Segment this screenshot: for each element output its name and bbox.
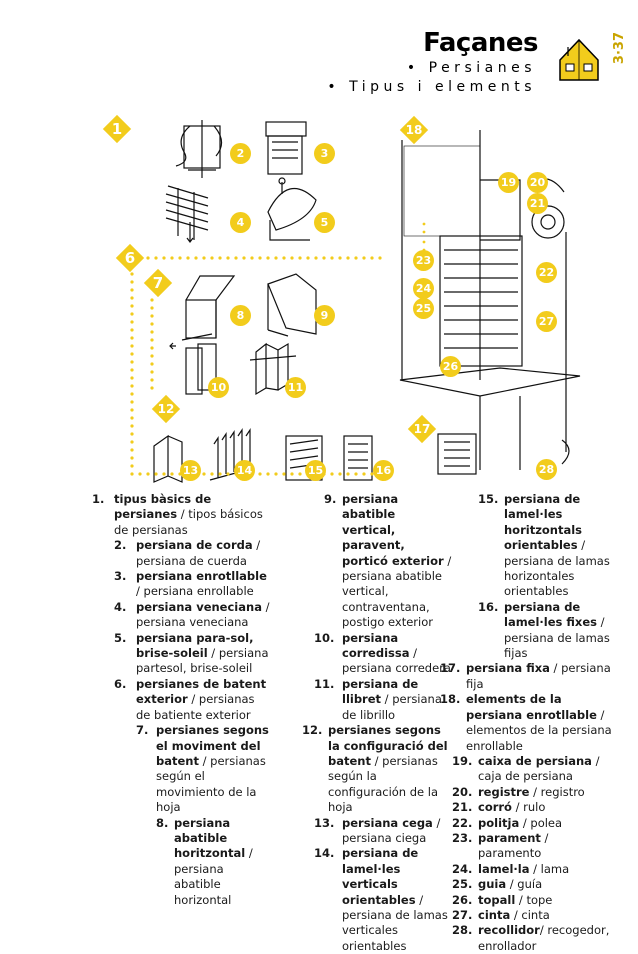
subtitle-line-2: • Tipus i elements (327, 79, 536, 95)
glossary-item: 19.caixa de persiana / caja de persiana (452, 753, 600, 784)
callout-8: 8 (230, 305, 251, 326)
bracket-6-dots (130, 256, 382, 260)
callout-14: 14 (234, 460, 255, 481)
callout-16: 16 (373, 460, 394, 481)
glossary-item: 10.persiana corredissa / persiana corred… (314, 630, 451, 676)
rope-shutter-drawing (175, 120, 223, 178)
callout-2: 2 (230, 143, 251, 164)
callout-25: 25 (413, 298, 434, 319)
callout-21: 21 (527, 193, 548, 214)
callout-23: 23 (413, 250, 434, 271)
callout-27: 27 (536, 311, 557, 332)
fixed-shutter-drawing (437, 433, 477, 475)
glossary-item: 3.persiana enrotllable / persiana enroll… (114, 569, 267, 599)
glossary-item: 24.lamel·la / lama (452, 861, 570, 876)
horizontal-awning-drawing (185, 275, 236, 339)
callout-10: 10 (208, 377, 229, 398)
glossary-item: 26.topall / tope (452, 892, 553, 907)
callout-28: 28 (536, 459, 557, 480)
bracket-vertical-dots (130, 264, 134, 476)
callout-19: 19 (498, 172, 519, 193)
callout-13: 13 (180, 460, 201, 481)
callout-4: 4 (230, 212, 251, 233)
glossary-item: 22.politja / polea (452, 815, 563, 830)
callout-3: 3 (314, 143, 335, 164)
callout-17: 17 (407, 414, 437, 444)
glossary-item: 14.persiana de lamel·les verticals orien… (314, 846, 448, 953)
callout-5: 5 (314, 212, 335, 233)
callout-22: 22 (536, 262, 557, 283)
callout-12: 12 (151, 394, 181, 424)
glossary-item: 6.persianes de batent exterior / persian… (114, 676, 267, 722)
callout-23-dots (422, 222, 426, 252)
glossary-column-2: 9.persiana abatible vertical, paravent, … (302, 492, 452, 954)
glossary-column-1: 1.tipus bàsics de persianes / tipos bási… (92, 492, 270, 908)
glossary-item: 16.persiana de lamel·les fixes / persian… (478, 599, 610, 661)
fixed-louvers-drawing (343, 435, 373, 481)
glossary-item: 21.corró / rulo (452, 800, 546, 815)
callout-20: 20 (527, 172, 548, 193)
glossary-item: 11.persiana de llibret / persiana de lib… (314, 676, 442, 722)
glossary-item: 28.recollidor/ recogedor, enrollador (452, 923, 610, 953)
vertical-louvers-drawing (209, 428, 255, 481)
callout-26: 26 (440, 356, 461, 377)
glossary-item: 4.persiana veneciana / persiana venecian… (114, 599, 270, 630)
callout-24: 24 (413, 278, 434, 299)
roller-shutter-assembly-drawing (399, 130, 581, 470)
glossary-item: 7.persianes segons el moviment del baten… (136, 723, 269, 815)
illustration (130, 120, 581, 483)
roller-shutter-drawing (265, 121, 307, 175)
glossary-column-3: 15.persiana de lamel·les horitzontals or… (440, 492, 612, 954)
glossary-item: 18.elements de la persiana enrotllable /… (440, 692, 612, 753)
bracket-7-dots (150, 298, 154, 390)
page-title: Façanes (423, 28, 538, 58)
callout-11: 11 (285, 377, 306, 398)
house-icon (554, 34, 604, 84)
blind-shutter-drawing (153, 434, 183, 483)
callout-1: 1 (102, 114, 132, 144)
sliding-shutter-drawing (169, 333, 217, 395)
glossary-item: 5.persiana para-sol, brise-soleil / pers… (114, 630, 269, 676)
folding-shutter-drawing (249, 342, 297, 396)
callout-18: 18 (399, 115, 429, 145)
bracket-12-dots (138, 472, 382, 476)
callout-9: 9 (314, 305, 335, 326)
glossary-item: 20.registre / registro (452, 784, 585, 799)
glossary-item: 8.persiana abatible horitzontal / persia… (156, 815, 253, 907)
glossary-item: 1.tipus bàsics de persianes / tipos bási… (92, 492, 263, 537)
glossary-item: 12.persianes segons la configuració del … (302, 723, 448, 815)
glossary-item: 23.parament / paramento (452, 830, 549, 861)
glossary-item: 13.persiana cega / persiana ciega (314, 815, 441, 845)
venetian-blind-drawing (165, 185, 209, 243)
callout-15: 15 (305, 460, 326, 481)
parasol-drawing (267, 177, 317, 241)
callout-7: 7 (143, 268, 173, 298)
vertical-shutter-drawing (267, 273, 317, 337)
subtitle-line-1: • Persianes (406, 60, 536, 76)
glossary-item: 25.guia / guía (452, 877, 543, 892)
glossary-item: 27.cinta / cinta (452, 907, 550, 922)
glossary-item: 2.persiana de corda / persiana de cuerda (114, 538, 261, 568)
glossary-item: 15.persiana de lamel·les horitzontals or… (478, 492, 610, 599)
glossary-item: 9.persiana abatible vertical, paravent, … (324, 492, 452, 630)
glossary-item: 17.persiana fixa / persiana fija (440, 661, 611, 691)
callout-6: 6 (115, 243, 145, 273)
